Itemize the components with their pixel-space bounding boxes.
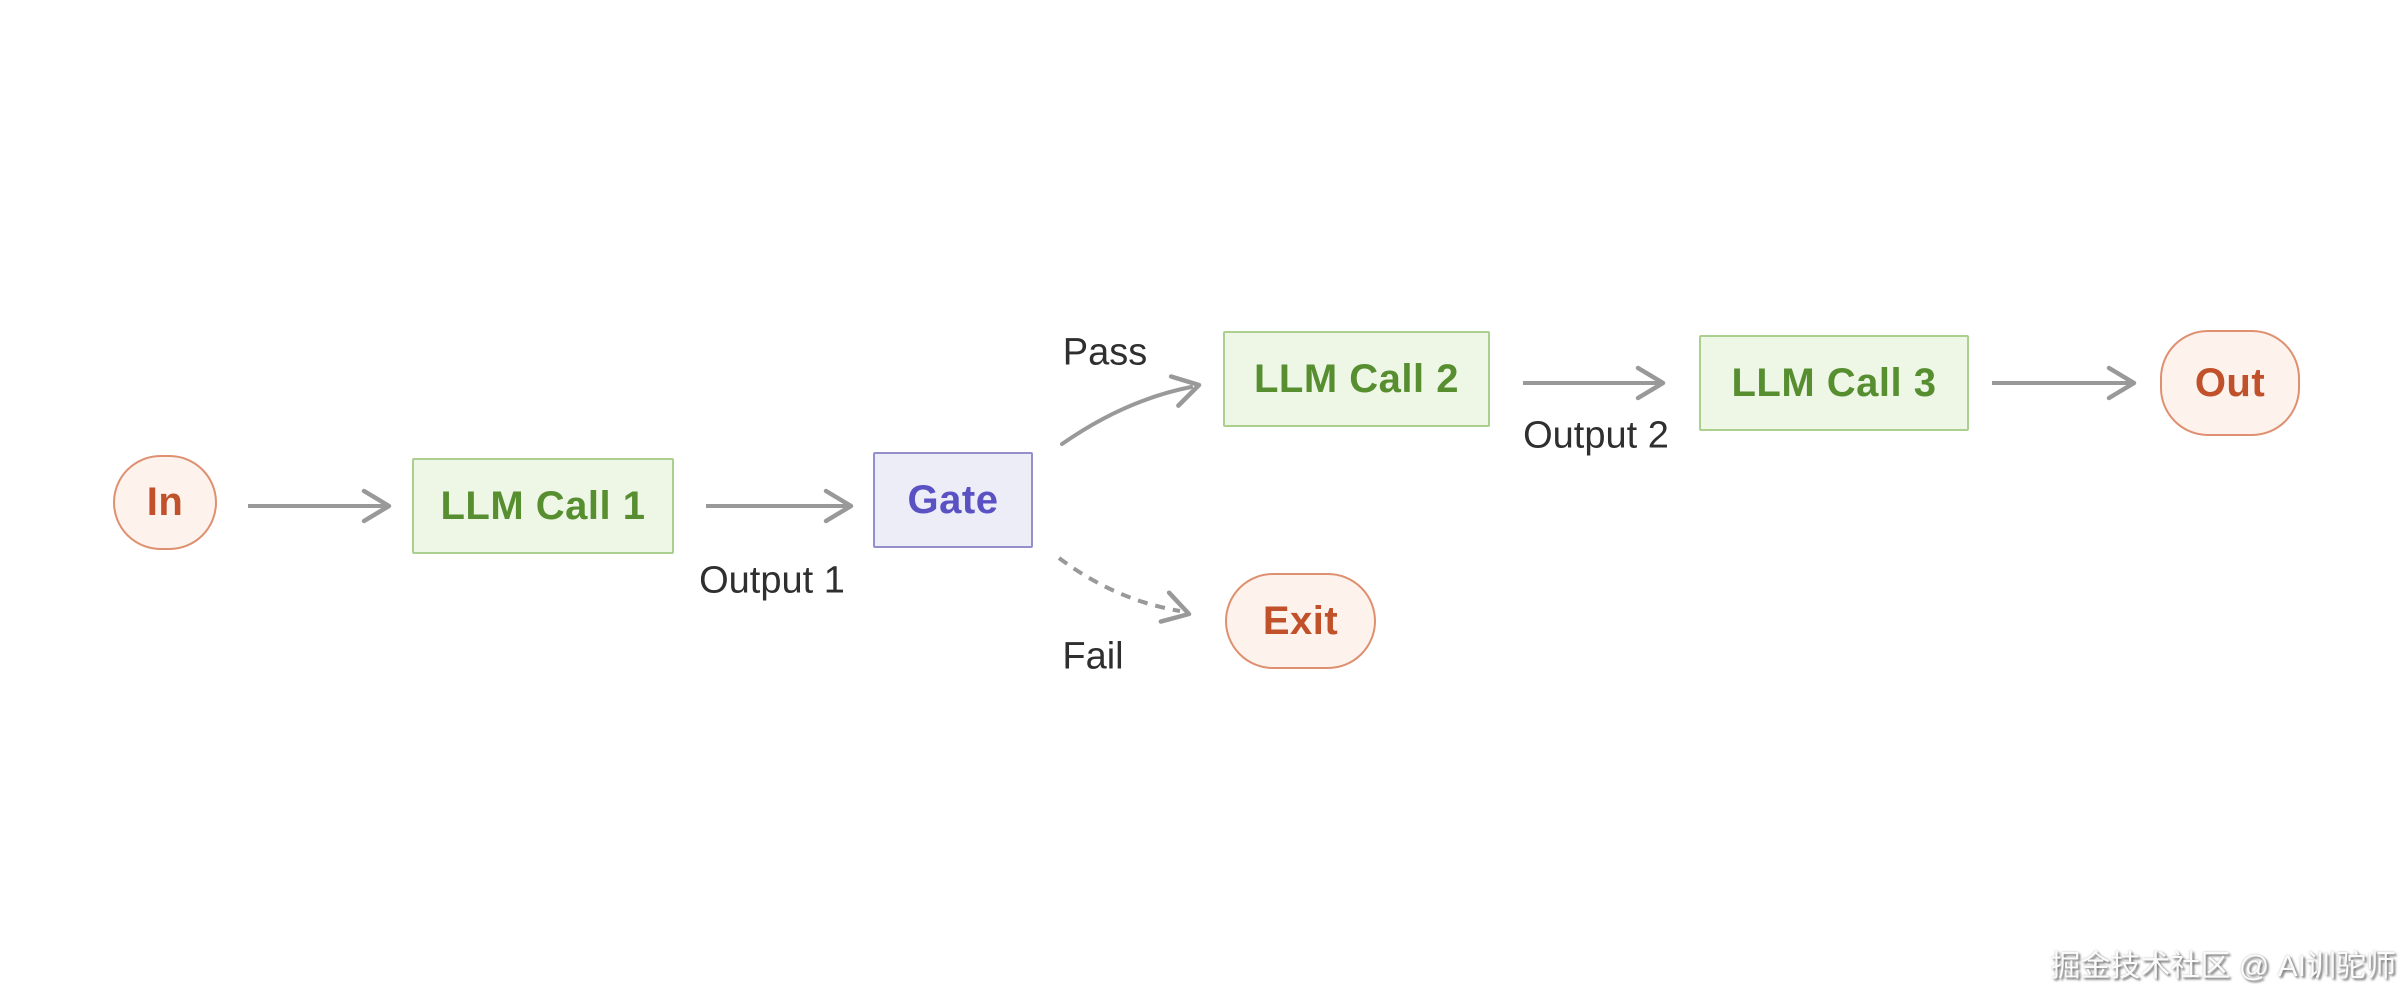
node-gate: Gate <box>873 452 1033 548</box>
node-in: In <box>113 455 217 550</box>
edge-label-pass: Pass <box>1062 331 1148 374</box>
node-llm-call-1-label: LLM Call 1 <box>440 483 646 528</box>
node-in-label: In <box>146 480 184 524</box>
arrowhead-gate-to-exit <box>1158 590 1192 624</box>
arrowhead-llm3-to-out <box>2106 365 2137 401</box>
watermark: 掘金技术社区 @ AI训驼师 <box>2050 950 2396 983</box>
arrowhead-gate-to-llm2 <box>1168 374 1202 408</box>
arrowhead-in-to-llm1 <box>361 488 392 524</box>
edge-label-fail: Fail <box>1062 635 1124 678</box>
edge-gate-to-exit-fail <box>1057 556 1181 613</box>
arrowhead-llm1-to-gate <box>823 488 854 524</box>
node-out: Out <box>2160 330 2300 436</box>
node-exit: Exit <box>1225 573 1376 669</box>
node-llm-call-3-label: LLM Call 3 <box>1731 360 1937 405</box>
node-gate-label: Gate <box>907 477 999 522</box>
node-llm-call-2-label: LLM Call 2 <box>1253 356 1460 401</box>
node-exit-label: Exit <box>1262 598 1339 643</box>
node-llm-call-3: LLM Call 3 <box>1699 335 1969 431</box>
edge-gate-to-llm2-pass <box>1060 385 1193 446</box>
arrowhead-llm2-to-llm3 <box>1635 365 1666 401</box>
edge-label-output-1: Output 1 <box>699 559 845 602</box>
edge-label-output-2: Output 2 <box>1523 414 1669 457</box>
node-llm-call-1: LLM Call 1 <box>412 458 674 554</box>
node-out-label: Out <box>2194 360 2266 405</box>
node-llm-call-2: LLM Call 2 <box>1223 331 1490 427</box>
